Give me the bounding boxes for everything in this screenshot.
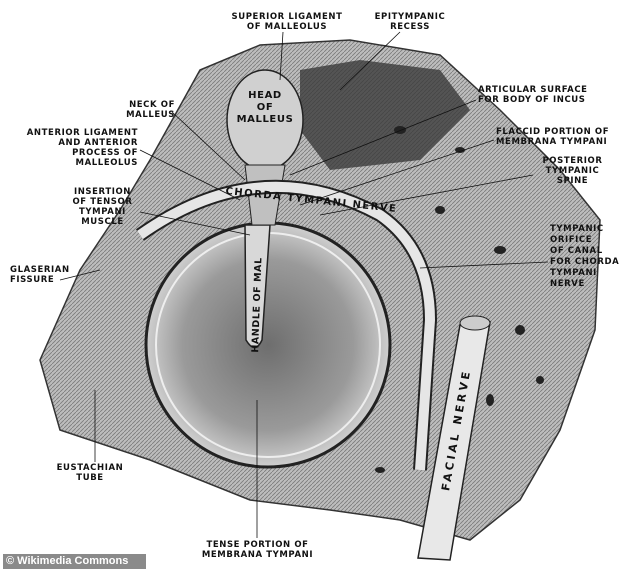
label-anterior-ligament: ANTERIOR LIGAMENT AND ANTERIOR PROCESS O…	[26, 128, 138, 168]
label-superior-ligament: SUPERIOR LIGAMENT OF MALLEOLUS	[231, 12, 343, 32]
label-eustachian-tube: EUSTACHIAN TUBE	[56, 463, 124, 483]
label-epitympanic-recess: EPITYMPANIC RECESS	[374, 12, 446, 32]
credit-badge: © Wikimedia Commons	[3, 554, 146, 569]
label-posterior-tympanic-spine: POSTERIOR TYMPANIC SPINE	[542, 156, 603, 186]
label-insertion-tensor-tympani: INSERTION OF TENSOR TYMPANI MUSCLE	[72, 187, 133, 227]
malleus-handle	[244, 224, 271, 349]
label-articular-surface: ARTICULAR SURFACE FOR BODY OF INCUS	[478, 85, 588, 105]
leader-lines	[59, 31, 549, 538]
label-head-of-malleus: HEAD OF MALLEUS	[236, 90, 294, 125]
label-tympanic-orifice: TYMPANIC ORIFICE OF CANAL FOR CHORDA TYM…	[550, 224, 620, 289]
label-neck-of-malleus: NECK OF MALLEUS	[126, 100, 175, 120]
label-flaccid-portion: FLACCID PORTION OF MEMBRANA TYMPANI	[496, 127, 610, 147]
label-glaserian-fissure: GLASERIAN FISSURE	[10, 265, 70, 285]
label-tense-portion: TENSE PORTION OF MEMBRANA TYMPANI	[201, 540, 314, 560]
